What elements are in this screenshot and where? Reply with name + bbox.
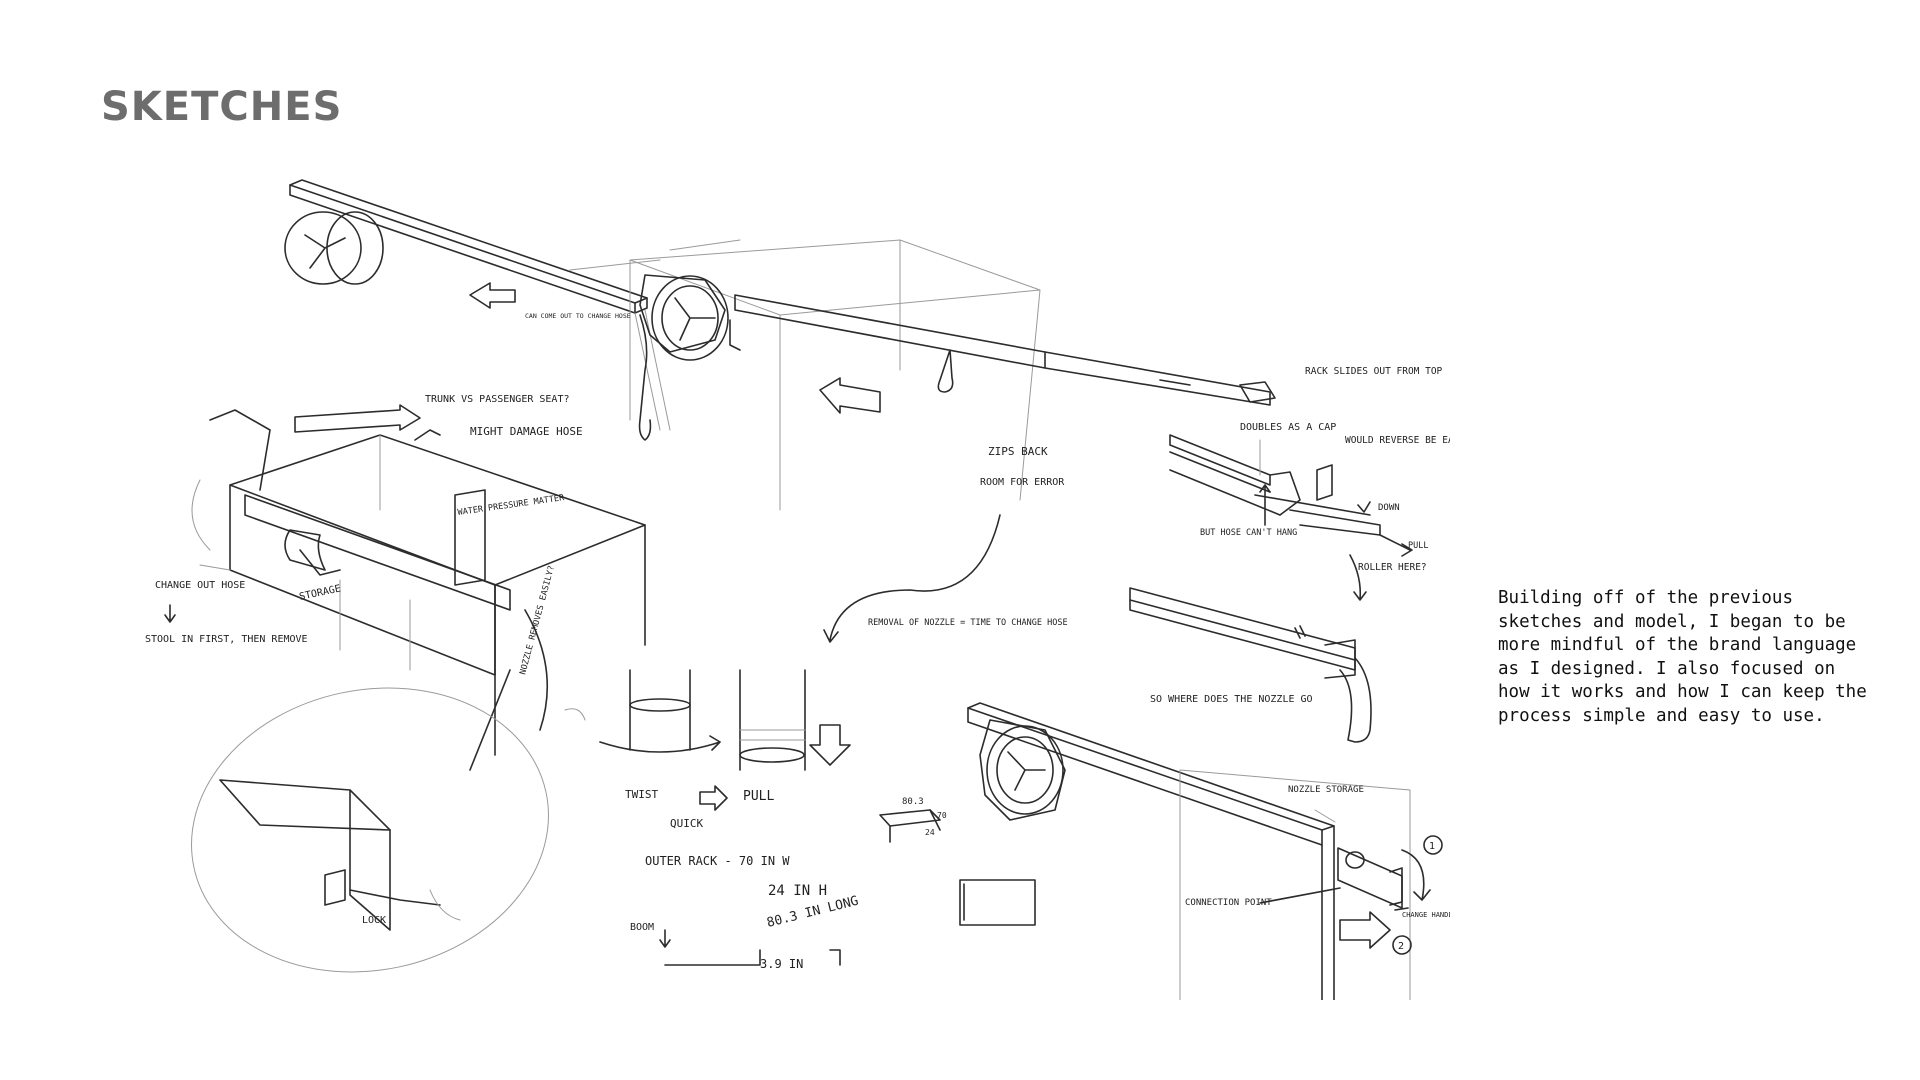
note-water-pressure: WATER PRESSURE MATTER <box>457 493 566 518</box>
note-outer-rack: OUTER RACK - 70 IN W <box>645 854 790 868</box>
note-storage: STORAGE <box>298 583 342 603</box>
note-room-for-error: ROOM FOR ERROR <box>980 477 1065 488</box>
note-quick: QUICK <box>670 817 703 830</box>
note-step-1: 1 <box>1429 841 1435 852</box>
note-boom: BOOM <box>630 922 654 933</box>
hose-rail-sketch <box>1129 587 1372 743</box>
note-can-come-out: CAN COME OUT TO CHANGE HOSE <box>525 312 631 320</box>
note-step-2: 2 <box>1398 941 1404 952</box>
note-down: DOWN <box>1378 503 1400 513</box>
note-rack-slides: RACK SLIDES OUT FROM TOP <box>1305 366 1443 377</box>
note-pull: PULL <box>743 789 774 804</box>
note-trunk-passenger: TRUNK VS PASSENGER SEAT? <box>425 394 570 405</box>
note-change-out-hose: CHANGE OUT HOSE <box>155 580 245 591</box>
note-zips-back: ZIPS BACK <box>988 445 1048 458</box>
rack-reverse-sketch <box>1169 434 1413 601</box>
note-roller: ROLLER HERE? <box>1358 562 1427 573</box>
note-stool: STOOL IN FIRST, THEN REMOVE <box>145 634 308 645</box>
note-might-damage: MIGHT DAMAGE HOSE <box>470 425 583 438</box>
sketch-drawing: CAN COME OUT TO CHANGE HOSE TRUNK VS PAS… <box>140 130 1450 1000</box>
note-dim-long: 80.3 IN LONG <box>765 894 860 931</box>
note-twist: TWIST <box>625 788 658 801</box>
top-right-table-sketch <box>629 239 1276 511</box>
note-removal-nozzle: REMOVAL OF NOZZLE = TIME TO CHANGE HOSE <box>868 618 1068 628</box>
note-doubles-cap: DOUBLES AS A CAP <box>1240 422 1336 433</box>
note-nozzle-go: SO WHERE DOES THE NOZZLE GO <box>1150 694 1313 705</box>
note-but-hose: BUT HOSE CAN'T HANG <box>1200 528 1297 538</box>
description-text: Building off of the previous sketches an… <box>1498 588 1867 726</box>
note-dim-24: 24 IN H <box>768 883 827 899</box>
note-box-70: 70 <box>937 811 947 820</box>
note-pull-arrow: PULL <box>1408 541 1428 551</box>
note-connection-point: CONNECTION POINT <box>1185 898 1272 908</box>
annotation-arrows <box>164 514 1443 955</box>
bottom-right-table-sketch <box>967 702 1431 1000</box>
lock-detail-sketch <box>191 687 549 973</box>
note-lock: LOCK <box>362 915 386 926</box>
sketch-notes: CAN COME OUT TO CHANGE HOSE TRUNK VS PAS… <box>145 312 1450 971</box>
dimension-box-sketch <box>664 809 1036 966</box>
note-box-803: 80.3 <box>902 797 924 807</box>
page-title: SKETCHES <box>101 84 343 130</box>
left-cabinet-sketch <box>191 404 646 771</box>
note-nozzle-storage: NOZZLE STORAGE <box>1288 785 1364 795</box>
note-would-reverse: WOULD REVERSE BE EASIER TO USE? <box>1345 435 1450 446</box>
note-change-handle: CHANGE HANDLE <box>1402 911 1450 919</box>
note-box-24: 24 <box>925 828 935 837</box>
note-nozzle-removes: NOZZLE REMOVES EASILY? <box>518 564 557 675</box>
nozzle-cylinders-sketch <box>599 669 851 811</box>
note-dim-39: 3.9 IN <box>760 957 803 971</box>
